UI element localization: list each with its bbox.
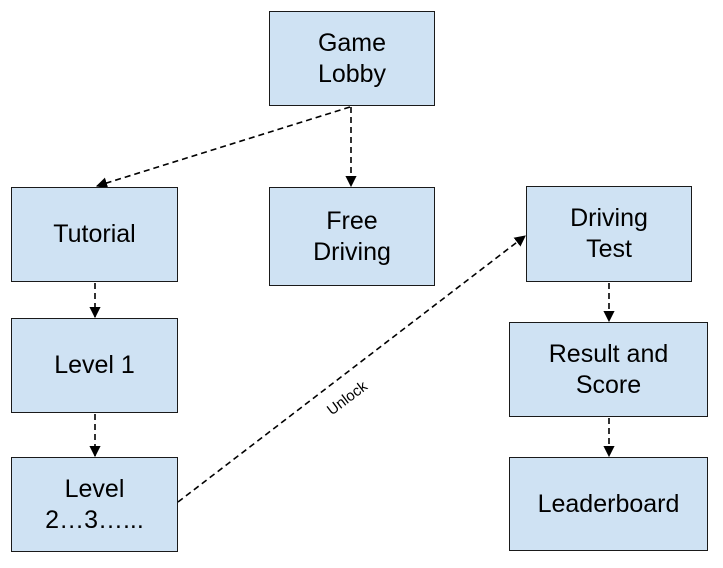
node-driving-test: Driving Test xyxy=(526,186,692,282)
edge-label-unlock: Unlock xyxy=(324,378,371,419)
node-levels-more: Level 2…3…... xyxy=(11,457,178,552)
node-tutorial: Tutorial xyxy=(11,187,178,282)
edge-levels-more-to-driving-test xyxy=(177,235,526,503)
node-leaderboard: Leaderboard xyxy=(509,457,708,551)
node-level-1: Level 1 xyxy=(11,318,178,413)
node-game-lobby: Game Lobby xyxy=(269,11,435,106)
edge-lobby-to-tutorial xyxy=(95,106,351,189)
node-free-driving: Free Driving xyxy=(269,187,435,286)
node-result-and-score: Result and Score xyxy=(509,322,708,417)
